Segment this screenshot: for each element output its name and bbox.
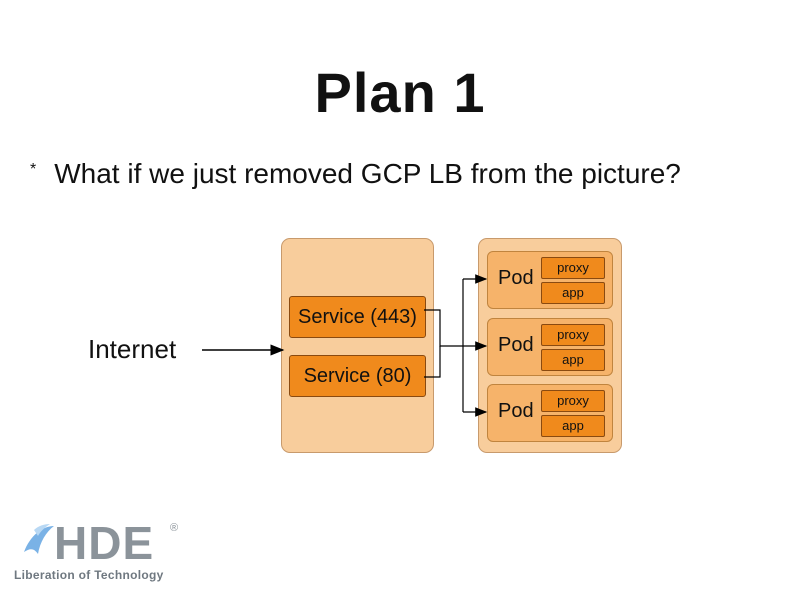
service-443-box: Service (443)	[289, 296, 426, 338]
proxy-container: proxy	[541, 390, 605, 412]
logo-wordmark: HDE	[54, 517, 155, 569]
bullet-text: What if we just removed GCP LB from the …	[54, 158, 681, 189]
bullet-marker: *	[30, 161, 37, 178]
logo-tagline: Liberation of Technology	[14, 568, 164, 582]
bullet-point: * What if we just removed GCP LB from th…	[30, 158, 681, 190]
pod-label: Pod	[498, 267, 534, 289]
app-container: app	[541, 349, 605, 371]
proxy-container: proxy	[541, 257, 605, 279]
slide-title: Plan 1	[314, 61, 486, 124]
proxy-container: proxy	[541, 324, 605, 346]
registered-mark: ®	[170, 522, 179, 534]
pod-box: Pod proxy app	[487, 384, 613, 442]
pod-box: Pod proxy app	[487, 318, 613, 376]
pod-box: Pod proxy app	[487, 251, 613, 309]
pod-label: Pod	[498, 334, 534, 356]
services-panel	[281, 238, 434, 453]
app-container: app	[541, 282, 605, 304]
pod-label: Pod	[498, 400, 534, 422]
app-container: app	[541, 415, 605, 437]
service-80-box: Service (80)	[289, 355, 426, 397]
logo-swoosh-icon	[24, 524, 54, 554]
internet-label: Internet	[88, 334, 177, 364]
